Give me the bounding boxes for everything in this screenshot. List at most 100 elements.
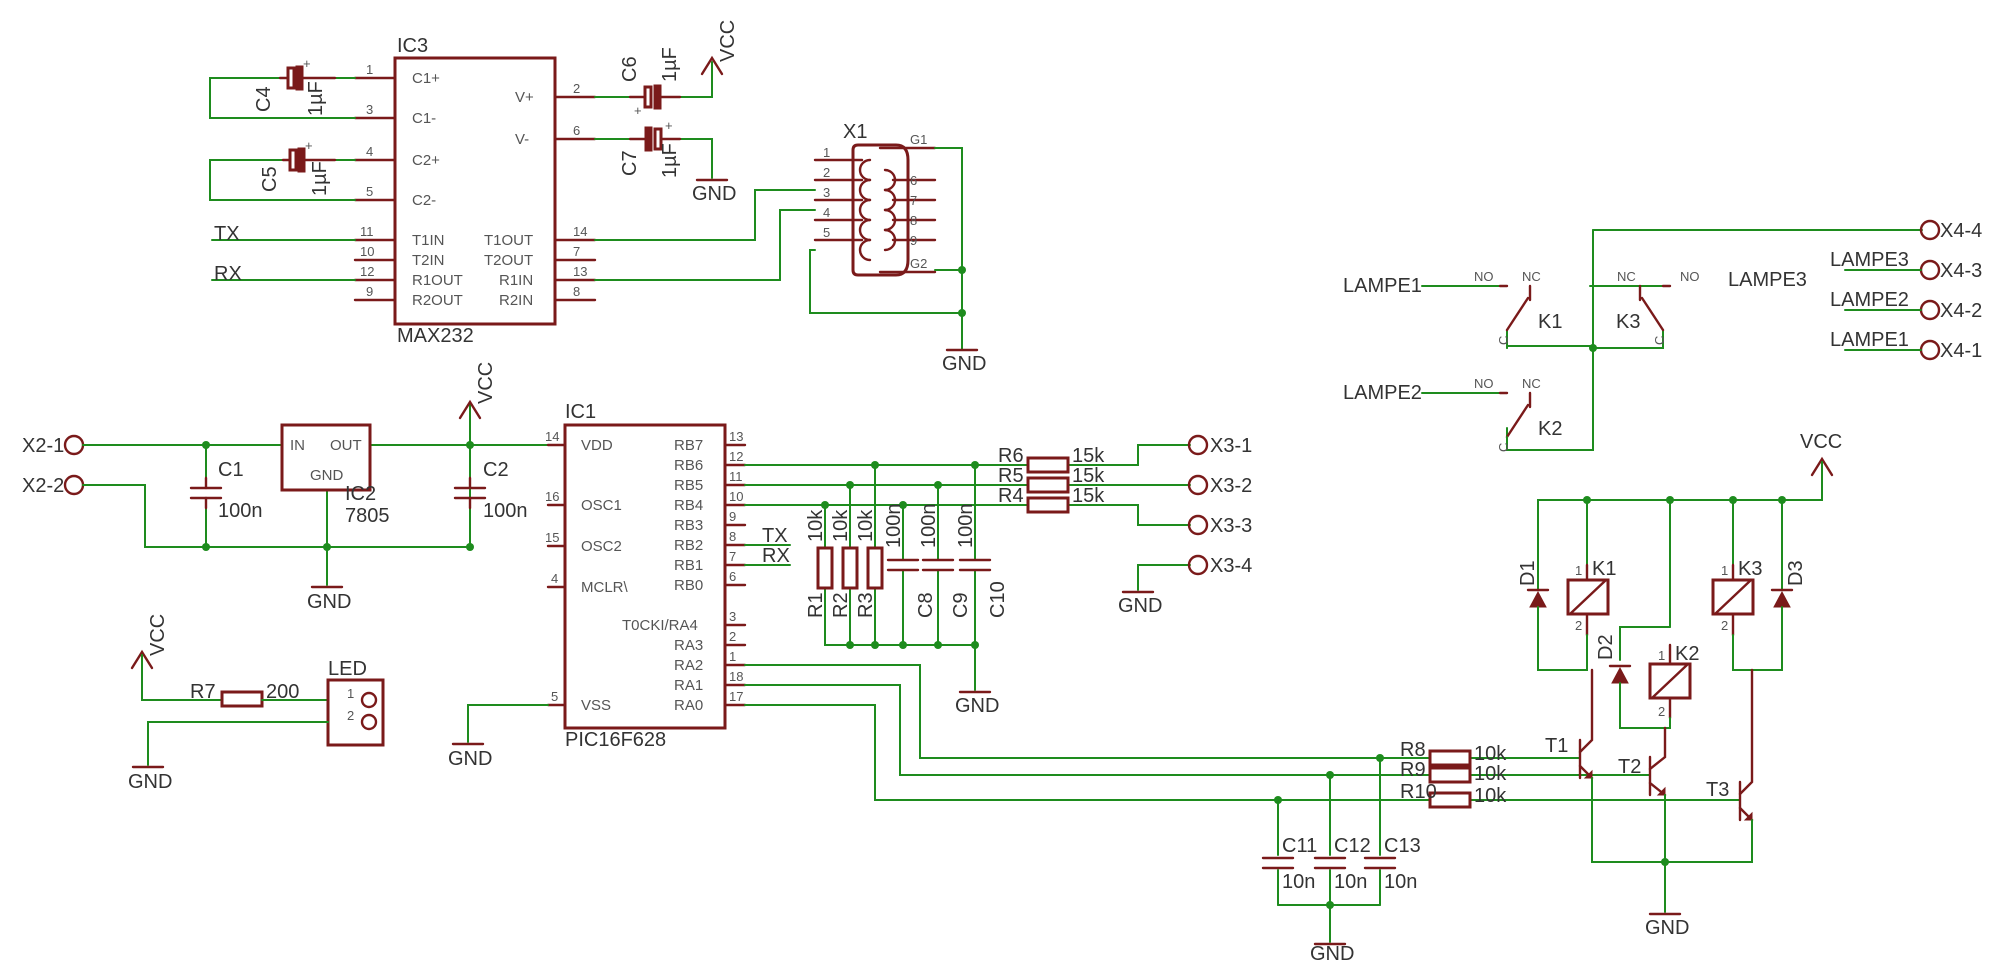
ic1-pin-name: MCLR\: [581, 579, 629, 596]
c8-value: 100n: [883, 504, 905, 549]
c8-name: C8: [915, 592, 937, 618]
gnd-label: GND: [448, 748, 492, 770]
r3-name: R3: [855, 592, 877, 618]
x1-pin-g1: G1: [910, 132, 927, 147]
c7-value: 1µF: [659, 143, 681, 178]
c13-value: 10n: [1384, 871, 1417, 893]
x2-2-terminal: [63, 474, 85, 496]
x4-1-label: X4-1: [1940, 340, 1982, 362]
x1-pin-no: 6: [910, 173, 917, 188]
led-section: VCC R7 200 1 2 LED GND: [128, 614, 385, 793]
r5-name: R5: [998, 465, 1024, 487]
ic2-value: 7805: [345, 505, 390, 527]
gnd-label: GND: [942, 353, 986, 375]
k2-nc-label: NC: [1522, 376, 1541, 391]
vcc-symbol: VCC: [700, 20, 739, 76]
relay-k2-coil: 1 2 K2: [1648, 643, 1699, 720]
k1-coil-label: K1: [1592, 558, 1616, 580]
x1-pin-no: 2: [823, 165, 830, 180]
tx-label: TX: [214, 223, 240, 245]
x4-2-lamp-label: LAMPE2: [1830, 289, 1909, 311]
ic1-vss-gnd: GND: [448, 704, 549, 770]
ic2-pin-in: IN: [290, 437, 305, 454]
gnd-symbol: GND: [307, 585, 351, 613]
ic3-pin-no: 13: [573, 264, 587, 279]
k1-contact-label: K1: [1538, 311, 1562, 333]
k2-coil-pin1: 1: [1658, 648, 1665, 663]
k2-c-label: C: [1496, 443, 1511, 452]
ic1-pin-name: RA1: [674, 677, 703, 694]
ic1-pin-name: RB2: [674, 537, 703, 554]
ic1-right-pins: [723, 443, 747, 707]
ic1-pin-no: 8: [729, 529, 736, 544]
c9-value: 100n: [918, 504, 940, 549]
ic3-pin-no: 14: [573, 224, 587, 239]
vcc-label: VCC: [475, 362, 497, 404]
gnd-label: GND: [692, 183, 736, 205]
ic1-pin-no: 18: [729, 669, 743, 684]
ic3-pin-name: C1+: [412, 70, 440, 87]
ic3-pin-no: 1: [366, 62, 373, 77]
k3-nc-label: NC: [1617, 269, 1636, 284]
ic1-pin-no: 1: [729, 649, 736, 664]
c10-name: C10: [987, 581, 1009, 618]
ic1-pin-name: OSC2: [581, 538, 622, 555]
diode-d3: D3: [1732, 560, 1807, 671]
c10-value: 100n: [955, 504, 977, 549]
c11-value: 10n: [1282, 871, 1315, 893]
ic1-pin-no: 14: [545, 429, 559, 444]
led-label: LED: [328, 658, 367, 680]
r2-value: 10k: [830, 509, 852, 542]
ic1-pin-name: VDD: [581, 437, 613, 454]
ic1-pin-no: 15: [545, 530, 559, 545]
k2-no-label: NO: [1474, 376, 1494, 391]
capacitor-c2: C2 100n: [453, 459, 528, 522]
c12-name: C12: [1334, 835, 1371, 857]
k3-coil-pin1: 1: [1721, 563, 1728, 578]
x4-2-terminal: [1919, 299, 1941, 321]
ic3-pin-no: 7: [573, 244, 580, 259]
input-terminals-x3: X3-1 X3-2 X3-3 X3-4 GND: [1118, 434, 1252, 617]
t3-label: T3: [1706, 779, 1729, 801]
k3-contact-label: K3: [1616, 311, 1640, 333]
x1-pin-no: 4: [823, 205, 830, 220]
transistor-emitters: GND: [1591, 777, 1753, 939]
c1-value: 100n: [218, 500, 263, 522]
led-pin-no: 1: [347, 686, 354, 701]
r2-name: R2: [830, 592, 852, 618]
ic1-body: [563, 423, 727, 730]
relay-contacts: NO NC C K1 NC NO C K3 NO NC C K2: [1421, 229, 1923, 452]
ic1-name: IC1: [565, 401, 596, 423]
gnd-label: GND: [1310, 943, 1354, 960]
x4-3-terminal: [1919, 259, 1941, 281]
t2-label: T2: [1618, 756, 1641, 778]
r1-name: R1: [805, 592, 827, 618]
ic3-pin-name: R1IN: [499, 272, 533, 289]
ic3-pin-name: V+: [515, 89, 534, 106]
k3-c-label: C: [1652, 336, 1667, 345]
ic1-pin-no: 7: [729, 549, 736, 564]
c2-value: 100n: [483, 500, 528, 522]
ic2-name: IC2: [345, 483, 376, 505]
resistors-r8-r10: R8 R9 R10 10k 10k 10k: [1400, 739, 1507, 809]
x1-wires: GND: [594, 147, 986, 375]
x1-pin-g2: G2: [910, 256, 927, 271]
ic1-pin-no: 6: [729, 569, 736, 584]
regulator-ic2: IN OUT GND IC2 7805: [280, 423, 390, 527]
ic3-pin-no: 3: [366, 102, 373, 117]
ic3-pin-name: R2IN: [499, 292, 533, 309]
ic1-pin-no: 5: [551, 689, 558, 704]
ic1-value: PIC16F628: [565, 729, 666, 751]
ic3-pin-name: C2+: [412, 152, 440, 169]
x3-4-terminal: [1187, 554, 1209, 576]
ic1-left-pins: [546, 443, 567, 707]
ic1-pin-name: OSC1: [581, 497, 622, 514]
ic1-pin-name: RB4: [674, 497, 703, 514]
r5-value: 15k: [1072, 465, 1105, 487]
c12-value: 10n: [1334, 871, 1367, 893]
r6-value: 15k: [1072, 445, 1105, 467]
x1-name: X1: [843, 121, 867, 143]
ic3-tx-rx-wires: TX RX: [211, 223, 356, 285]
ic1-pin-name: RA2: [674, 657, 703, 674]
ic1-pin-name: RB0: [674, 577, 703, 594]
